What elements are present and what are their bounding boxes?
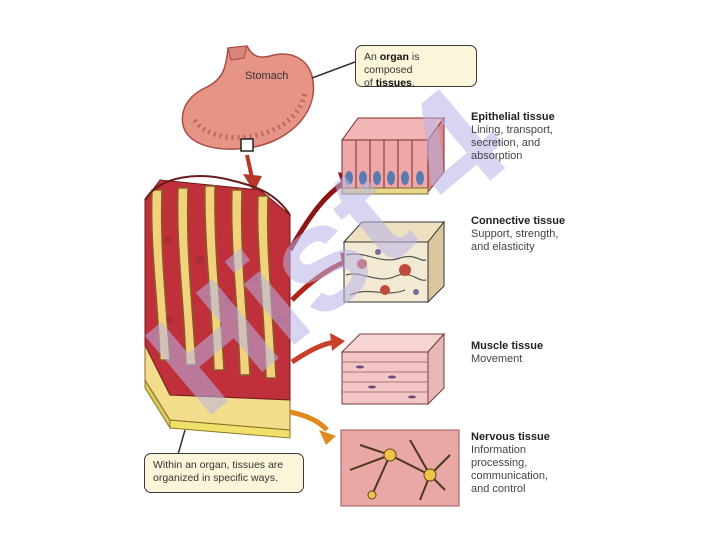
- muscle-tissue-illustration: [340, 332, 446, 406]
- epithelial-tissue-illustration: [341, 116, 445, 195]
- arrow-to-muscle: [290, 333, 345, 365]
- tissue-label-muscle: Muscle tissue Movement: [471, 340, 544, 365]
- connective-tissue-illustration: [342, 220, 446, 304]
- tissue-label-nervous: Nervous tissue Information processing, c…: [471, 431, 550, 495]
- organization-callout: Within an organ, tissues are organized i…: [144, 453, 304, 493]
- nervous-tissue-illustration: [340, 429, 460, 507]
- organ-wall-block: [144, 175, 291, 439]
- organ-callout: An organ is composed of tissues.: [355, 45, 477, 89]
- tissue-label-epithelial: Epithelial tissue Lining, transport, sec…: [471, 111, 555, 162]
- tissue-label-connective: Connective tissue Support, strength, and…: [471, 215, 566, 253]
- arrow-to-nervous: [289, 409, 336, 445]
- stomach-illustration: [181, 45, 315, 192]
- stomach-label: Stomach: [245, 70, 289, 82]
- callout-pointer: [311, 61, 356, 79]
